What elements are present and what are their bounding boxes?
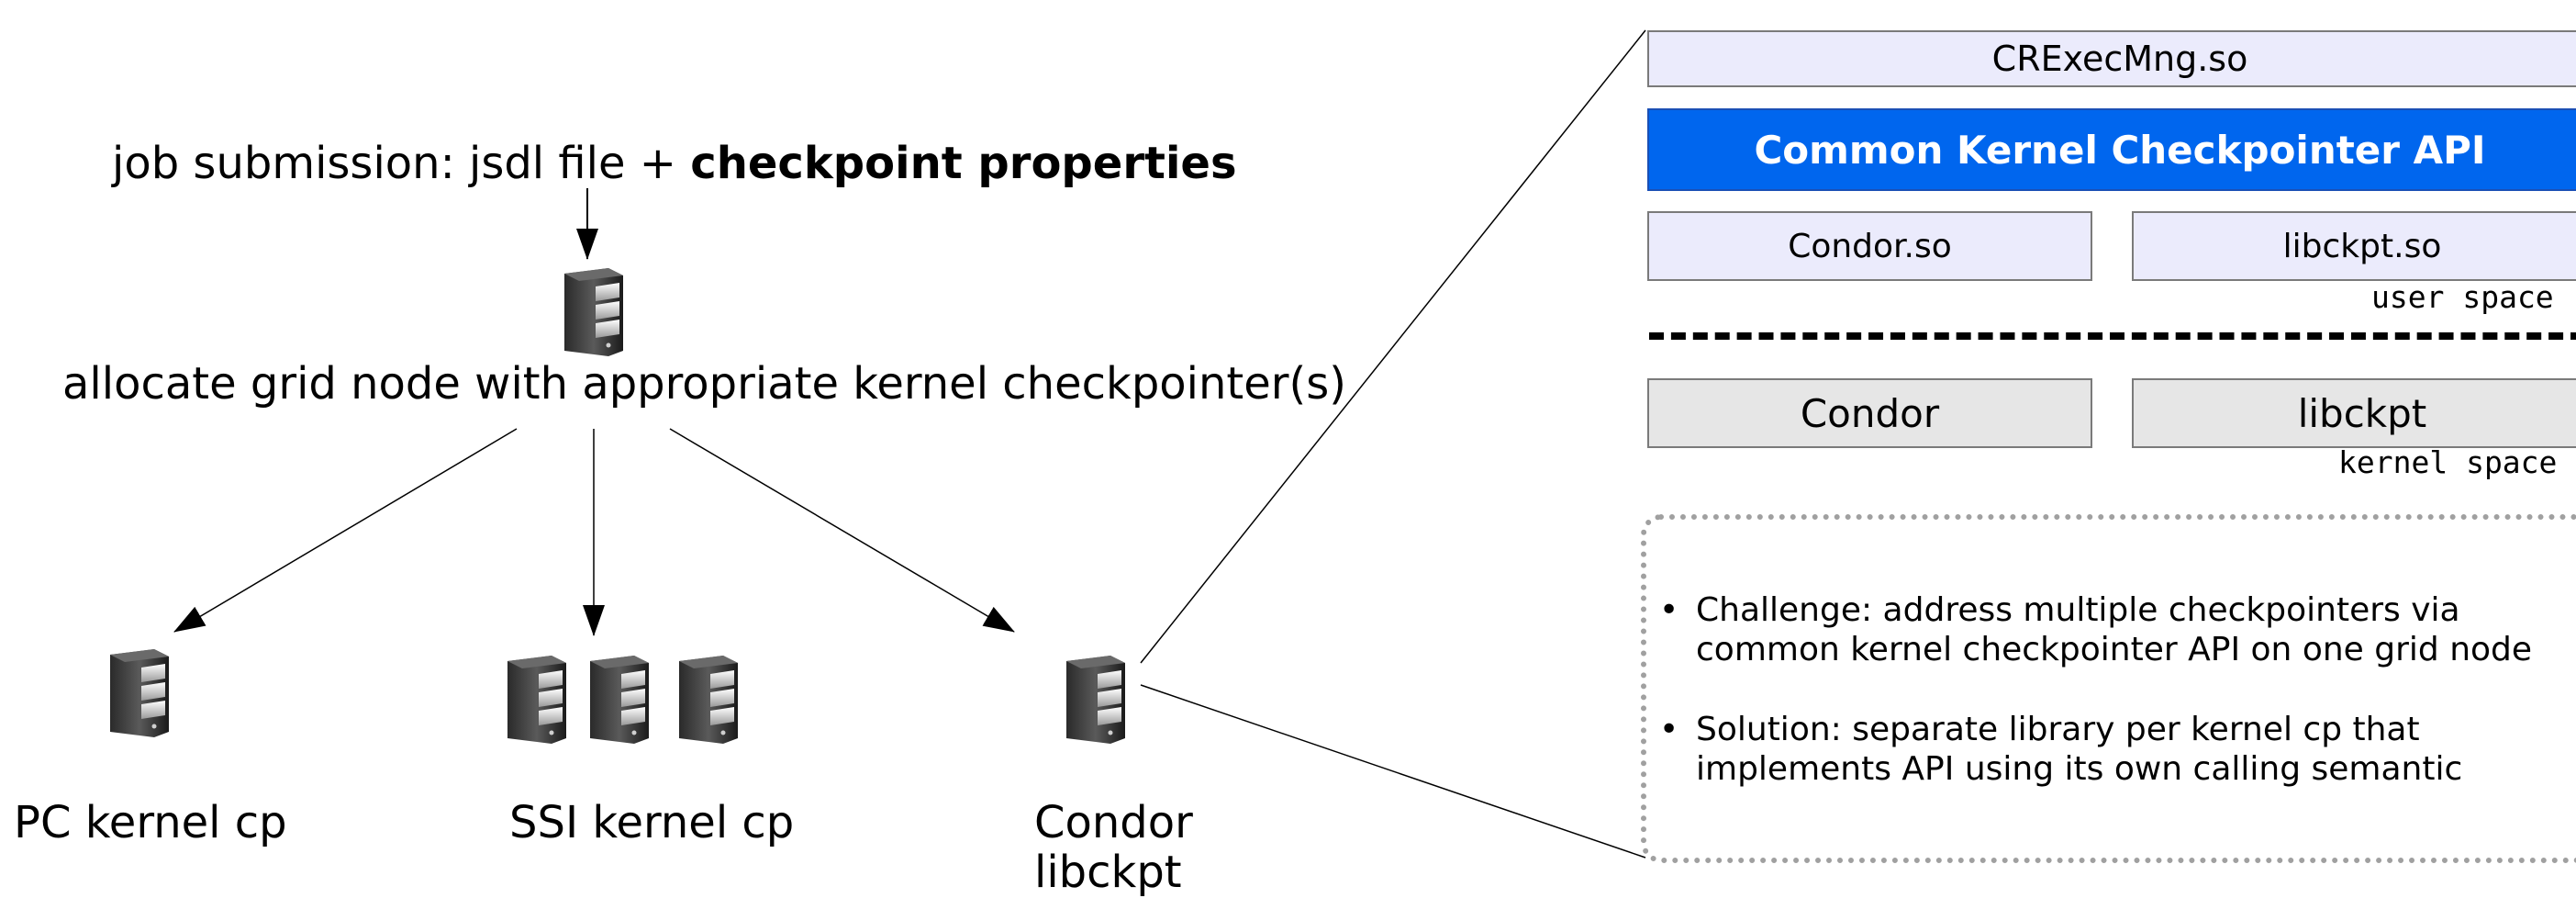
server-icon [555, 266, 629, 358]
condor-so-box: Condor.so [1647, 211, 2092, 281]
zoom-line-top [1140, 29, 1646, 664]
crexecmng-label: CRExecMng.so [1991, 39, 2248, 79]
challenge-line2: common kernel checkpointer API on one gr… [1696, 631, 2533, 668]
kernel-space-label: kernel space [2338, 444, 2558, 480]
zoom-line-bottom [1140, 684, 1646, 859]
arrow-to-pc-node [173, 428, 518, 633]
condor-node-label-line2: libckpt [1034, 847, 1182, 898]
server-icon [101, 647, 174, 739]
condor-kernel-label: Condor [1800, 390, 1940, 436]
user-space-label: user space [2371, 279, 2554, 315]
libckpt-kernel-box: libckpt [2132, 378, 2576, 448]
libckpt-so-label: libckpt.so [2282, 227, 2442, 265]
bullet-marker: • [1659, 711, 1679, 748]
ssi-kernel-cp-label: SSI kernel cp [509, 797, 795, 848]
libckpt-kernel-label: libckpt [2297, 390, 2427, 436]
solution-line1: Solution: separate library per kernel cp… [1696, 711, 2420, 748]
allocate-node-label: allocate grid node with appropriate kern… [62, 358, 1346, 410]
common-api-box: Common Kernel Checkpointer API [1647, 108, 2576, 191]
server-icon [1057, 654, 1131, 746]
notes-box [1641, 514, 2576, 863]
checkpoint-properties-label: checkpoint properties [690, 138, 1237, 189]
server-icon [670, 654, 743, 746]
libckpt-so-box: libckpt.so [2132, 211, 2576, 281]
solution-line2: implements API using its own calling sem… [1696, 750, 2463, 788]
challenge-line1: Challenge: address multiple checkpointer… [1696, 591, 2460, 629]
user-kernel-divider [1649, 332, 2576, 340]
common-api-label: Common Kernel Checkpointer API [1754, 127, 2486, 173]
arrow-to-condor-node [669, 428, 1015, 633]
bullet-marker: • [1659, 591, 1679, 629]
crexecmng-box: CRExecMng.so [1647, 30, 2576, 87]
condor-so-label: Condor.so [1788, 227, 1952, 265]
server-icon [498, 654, 572, 746]
server-icon [581, 654, 654, 746]
job-submission-prefix: job submission: jsdl file + [112, 138, 691, 189]
condor-node-label-line1: Condor [1034, 797, 1193, 848]
job-submission-label: job submission: jsdl file + checkpoint p… [112, 138, 1237, 189]
pc-kernel-cp-label: PC kernel cp [14, 797, 287, 848]
condor-kernel-box: Condor [1647, 378, 2092, 448]
